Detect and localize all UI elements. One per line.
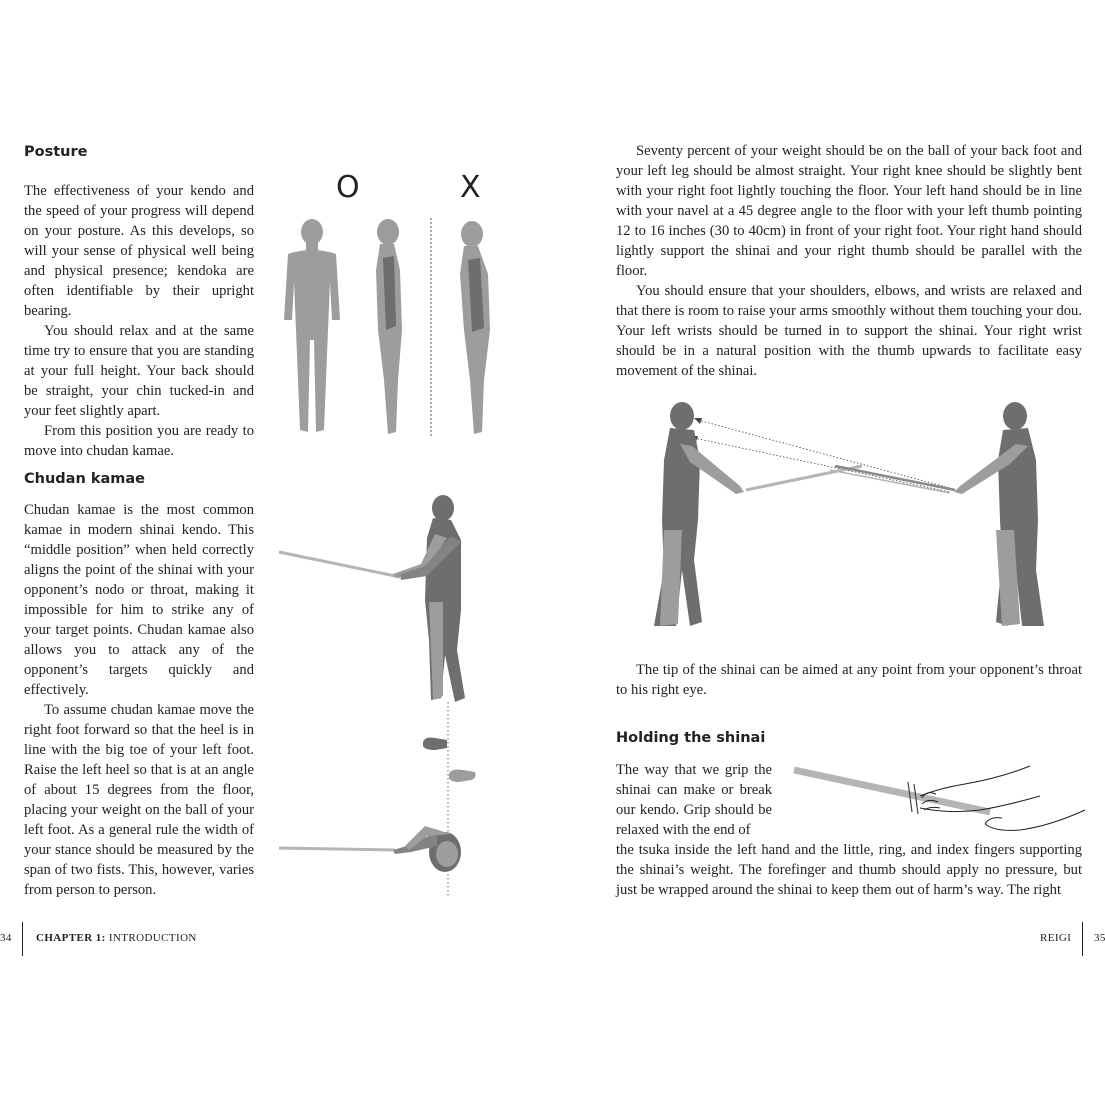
right-paragraph-2: You should ensure that your shoulders, e… — [616, 283, 1082, 379]
left-kendoka-figure — [654, 402, 744, 626]
chudan-paragraph-2: To assume chudan kamae move the right fo… — [24, 702, 254, 898]
holding-short-text: The way that we grip the shinai can make… — [616, 760, 772, 840]
incorrect-side-figure — [460, 221, 490, 434]
grip-illustration — [793, 765, 1086, 831]
chudan-figure — [393, 495, 465, 702]
right-page-number: 35 — [1094, 932, 1105, 944]
right-footer-rule — [1082, 922, 1083, 956]
right-foot-diagram — [449, 769, 476, 782]
chudan-shinai — [278, 550, 406, 580]
tip-paragraph: The tip of the shinai can be aimed at an… — [616, 662, 1082, 698]
chudan-paragraph-1: Chudan kamae is the most common kamae in… — [24, 502, 254, 698]
left-footer-rule — [22, 922, 23, 956]
chapter-footer: CHAPTER 1: INTRODUCTION — [36, 932, 197, 944]
chapter-title: INTRODUCTION — [108, 932, 197, 944]
right-shinai — [834, 464, 956, 492]
chudan-kamae-heading: Chudan kamae — [24, 471, 145, 487]
holding-long-text: the tsuka inside the left hand and the l… — [616, 840, 1082, 900]
front-standing-figure — [284, 219, 340, 432]
top-view-shinai — [278, 846, 396, 852]
posture-text: The effectiveness of your kendo and the … — [24, 181, 254, 461]
section-footer: REIGI — [1040, 932, 1072, 944]
chapter-label: CHAPTER 1: — [36, 932, 106, 944]
posture-figures-illustration — [284, 218, 490, 438]
holding-shinai-heading: Holding the shinai — [616, 730, 766, 746]
right-kendoka-figure — [954, 402, 1044, 626]
top-view-figure — [393, 826, 461, 872]
left-shinai — [745, 464, 863, 492]
right-paragraph-1: Seventy percent of your weight should be… — [616, 143, 1082, 279]
posture-heading: Posture — [24, 144, 88, 160]
correct-side-figure — [376, 219, 402, 434]
posture-paragraph-2: You should relax and at the same time tr… — [24, 323, 254, 419]
correct-mark: O — [336, 170, 360, 205]
posture-paragraph-1: The effectiveness of your kendo and the … — [24, 183, 254, 319]
tip-text: The tip of the shinai can be aimed at an… — [616, 660, 1082, 700]
posture-paragraph-3: From this position you are ready to move… — [24, 423, 254, 459]
right-intro-text: Seventy percent of your weight should be… — [616, 141, 1082, 381]
left-foot-diagram — [423, 737, 447, 750]
holding-paragraph-start: The way that we grip the shinai can make… — [616, 762, 772, 838]
facing-opponents-illustration — [654, 402, 1044, 626]
incorrect-mark: X — [460, 170, 481, 205]
chudan-kamae-text: Chudan kamae is the most common kamae in… — [24, 500, 254, 900]
holding-paragraph-continued: the tsuka inside the left hand and the l… — [616, 842, 1082, 898]
left-page-number: 34 — [0, 932, 12, 944]
chudan-kamae-illustration — [278, 495, 476, 898]
